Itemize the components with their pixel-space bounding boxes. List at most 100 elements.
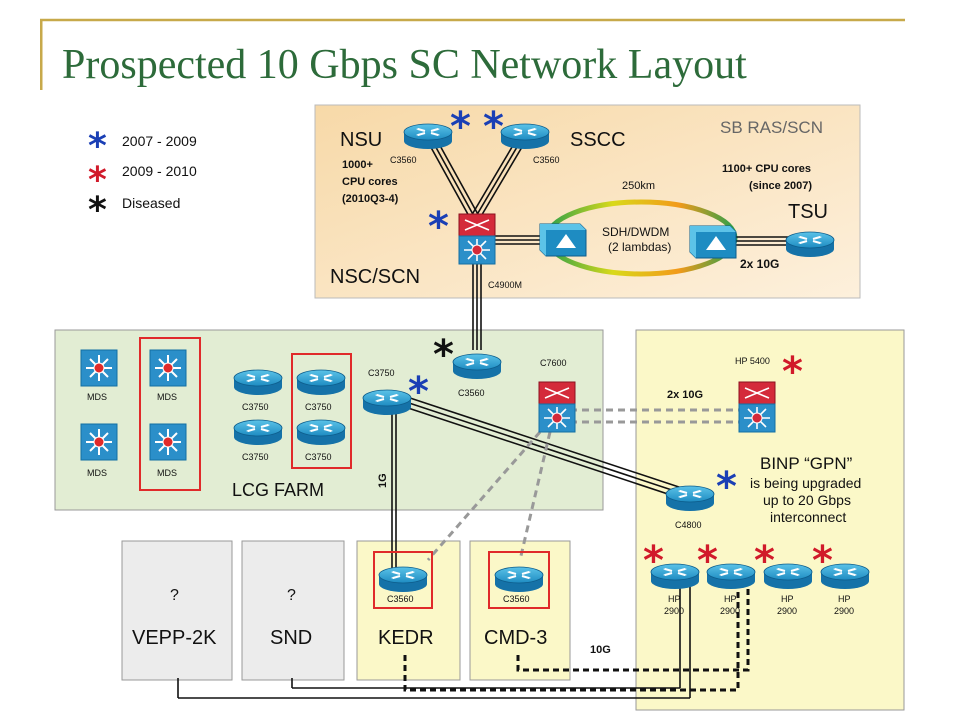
lcg-farm-region [54, 329, 604, 511]
legend-label: 2009 - 2010 [122, 163, 197, 179]
device-label: C4900M [488, 280, 522, 290]
device-label: C7600 [540, 358, 567, 368]
nsu-cores-line: CPU cores [342, 176, 398, 188]
device-label: C3560 [503, 594, 530, 604]
snd-question: ? [287, 587, 296, 604]
device-label: C3750 [242, 402, 269, 412]
device-label: C3750 [242, 452, 269, 462]
mds-label: MDS [157, 392, 177, 402]
cmd-3-box [469, 540, 571, 681]
nsu-cores-line: (2010Q3-4) [342, 193, 399, 205]
binp-label: BINP “GPN” [760, 454, 853, 473]
hp-label: 2900 [720, 606, 740, 616]
device-label: C3560 [390, 155, 417, 165]
star-black: * [433, 332, 454, 378]
sdh-label: SDH/DWDM [602, 225, 669, 239]
tsu-router-icon [785, 231, 835, 258]
legend-star-blue: * [88, 126, 107, 167]
highlight-box [291, 353, 352, 469]
hp-label: HP [668, 594, 681, 604]
mds-label: MDS [87, 468, 107, 478]
binp-desc-line: is being upgraded [750, 475, 861, 491]
kedr-label: KEDR [378, 627, 434, 649]
star-blue: * [408, 369, 429, 415]
kedr-box [356, 540, 461, 681]
vepp-label: VEPP-2K [132, 627, 217, 649]
star-red: * [754, 538, 775, 584]
sdh-label: (2 lambdas) [608, 240, 671, 254]
star-red: * [643, 538, 664, 584]
nsu-router-icon [403, 123, 453, 150]
binp-desc-line: interconnect [770, 509, 846, 525]
legend-star-red: * [88, 160, 107, 201]
device-label: C3750 [305, 402, 332, 412]
device-label: HP 5400 [735, 356, 770, 366]
binp-link-label: 2x 10G [667, 389, 703, 401]
mds-icon [149, 423, 187, 461]
nsc-label: NSC/SCN [330, 266, 420, 288]
tsu-cores-line: (since 2007) [749, 180, 812, 192]
c3750-router-icon [296, 369, 346, 396]
tsu-label: TSU [788, 201, 828, 223]
links [177, 141, 790, 699]
hp-label: 2900 [777, 606, 797, 616]
bottom-link-label: 10G [590, 644, 611, 656]
c3750-router-icon [296, 419, 346, 446]
legend-star-black: * [88, 190, 107, 231]
snd-label: SND [270, 627, 312, 649]
binp-desc-line: up to 20 Gbps [763, 492, 851, 508]
mds-label: MDS [87, 392, 107, 402]
star-red: * [812, 538, 833, 584]
kedr-router-icon [378, 566, 428, 593]
c3750-router-icon [233, 369, 283, 396]
mds-icon [80, 423, 118, 461]
device-label: C3560 [387, 594, 414, 604]
mds-icon [80, 349, 118, 387]
legend: * 2007 - 2009 * 2009 - 2010 * Diseased [88, 126, 197, 231]
tsu-cores-line: 1100+ CPU cores [722, 163, 811, 175]
star-red: * [782, 349, 803, 395]
sdh-node-right [689, 225, 737, 259]
distance-label: 250km [622, 180, 655, 192]
core-switch-icon [458, 213, 496, 265]
cmd-label: CMD-3 [484, 627, 547, 649]
device-label: C4800 [675, 520, 702, 530]
links-dashed [426, 408, 740, 561]
sscc-router-icon [500, 123, 550, 150]
tsu-link-label: 2x 10G [740, 257, 779, 271]
star-blue: * [716, 464, 737, 510]
sscc-label: SSCC [570, 129, 626, 151]
c3750-main-router-icon [362, 389, 412, 416]
legend-label: Diseased [122, 195, 180, 211]
cmd-router-icon [494, 566, 544, 593]
device-label: C3750 [368, 368, 395, 378]
sdh-node-left [539, 223, 587, 257]
vepp-2k-box [121, 540, 233, 681]
c3750-router-icon [233, 419, 283, 446]
star-blue: * [428, 204, 449, 250]
lcg-link-label: 1G [377, 473, 389, 488]
star-blue: * [483, 104, 504, 150]
device-label: C3750 [305, 452, 332, 462]
device-label: C3560 [533, 155, 560, 165]
sb-ras-label: SB RAS/SCN [720, 118, 823, 137]
lcg-farm-label: LCG FARM [232, 480, 324, 500]
device-label: C3560 [458, 388, 485, 398]
hp-label: HP [838, 594, 851, 604]
nsu-cores-line: 1000+ [342, 159, 373, 171]
hp5400-switch-icon [738, 381, 776, 433]
star-red: * [697, 538, 718, 584]
links-10g [403, 585, 750, 692]
hp-label: 2900 [664, 606, 684, 616]
nsu-label: NSU [340, 129, 382, 151]
hp-label: HP [724, 594, 737, 604]
legend-label: 2007 - 2009 [122, 133, 197, 149]
c7600-switch-icon [538, 381, 576, 433]
title-bar-accent [40, 20, 43, 90]
mds-icon [149, 349, 187, 387]
star-blue: * [450, 104, 471, 150]
highlight-box [488, 551, 550, 609]
page-title: Prospected 10 Gbps SC Network Layout [62, 42, 747, 88]
